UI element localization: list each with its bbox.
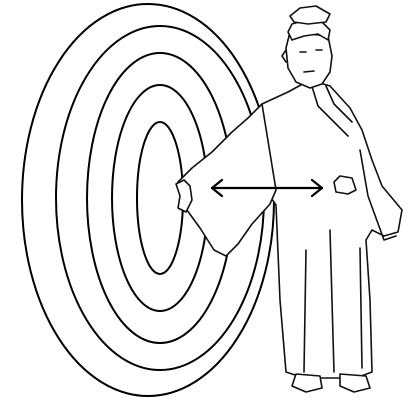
hat <box>290 6 330 24</box>
left-foot <box>292 374 322 392</box>
hand-on-chest <box>334 176 356 194</box>
face-mouth <box>304 71 314 72</box>
person-in-robe-icon <box>176 6 402 392</box>
ring-1 <box>137 122 183 274</box>
right-foot <box>340 374 370 392</box>
ear <box>282 50 286 62</box>
